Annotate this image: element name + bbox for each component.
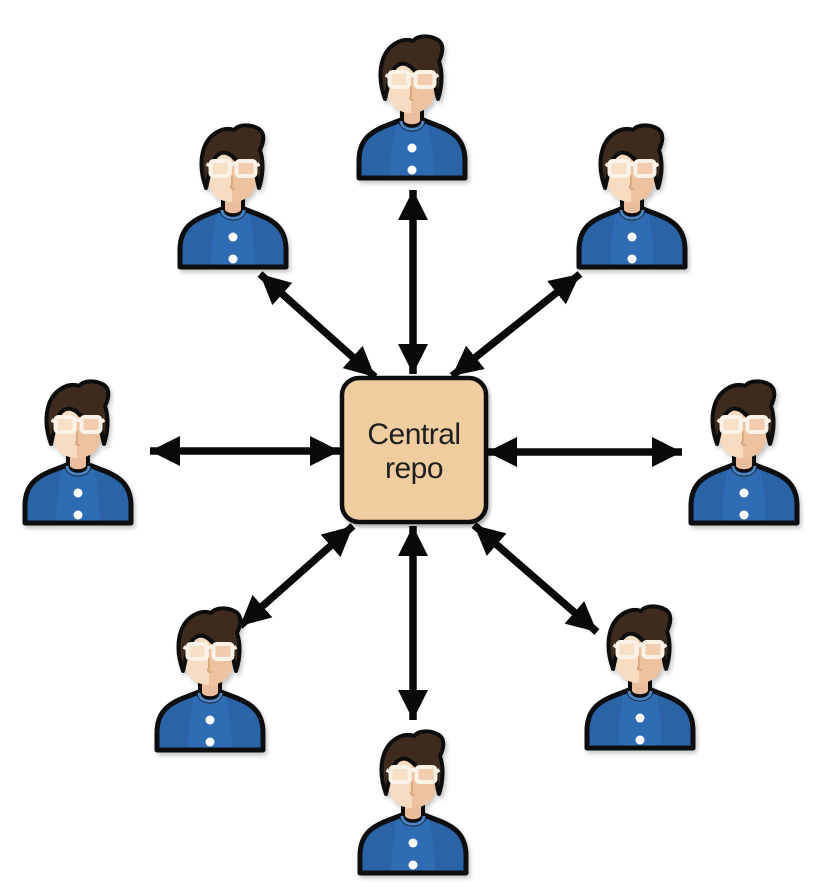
developer-left [25,381,131,523]
arrow-top-right [449,271,583,379]
developer-bottom [360,731,466,873]
developer-right [691,381,797,523]
developer-top-left [180,125,286,267]
arrows-layer [150,190,682,720]
central-repo-node: Central repo [339,375,489,525]
developer-top-right [579,125,685,267]
arrow-bottom-right [471,522,600,635]
central-repo-label-line1: Central [367,418,460,451]
central-repo-label-line2: repo [385,452,443,485]
developer-top [359,36,465,178]
developer-bottom-right [587,606,693,748]
developer-bottom-left [157,608,263,750]
central-repo-box [339,375,489,525]
arrow-top-left [257,271,378,380]
arrow-bottom-left [237,523,356,629]
